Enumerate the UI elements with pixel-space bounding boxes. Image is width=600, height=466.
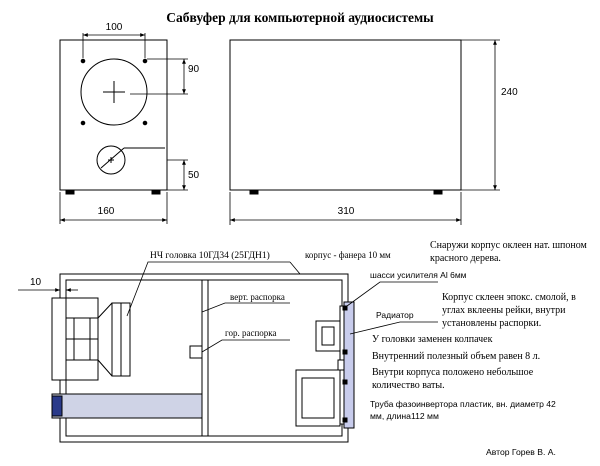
note-glue: Корпус склеен эпокс. смолой, в углах вкл… — [442, 292, 576, 329]
dim-label-50: 50 — [188, 170, 200, 181]
mount-hole — [142, 120, 148, 126]
amp-component — [315, 320, 341, 352]
amp-component-inner — [321, 326, 335, 346]
note-wool: Внутри корпуса положено небольшое количе… — [372, 367, 534, 391]
dim-100 — [82, 33, 146, 58]
mount-hole — [142, 58, 148, 64]
mount-hole — [80, 58, 86, 64]
driver-frame — [51, 297, 67, 381]
dim-160 — [59, 192, 168, 224]
label-radiator: Радиатор — [376, 310, 414, 320]
side-panel-outline — [229, 39, 462, 191]
side-view — [229, 39, 462, 195]
dim-310 — [229, 192, 462, 225]
front-view — [59, 39, 168, 195]
dim-label-310: 310 — [338, 206, 355, 217]
bolt — [342, 349, 348, 355]
note-outer: Снаружи корпус оклеен нат. шпоном красно… — [430, 240, 587, 264]
label-chassis: шасси усилителя Al 6мм — [370, 270, 467, 280]
bolt — [342, 305, 348, 311]
dim-label-160: 160 — [98, 206, 115, 217]
label-hor-brace: гор. распорка — [225, 328, 277, 338]
dim-50 — [167, 159, 188, 191]
label-vert-brace: верт. распорка — [230, 292, 285, 302]
front-panel-outline — [59, 39, 168, 191]
bolt — [342, 379, 348, 385]
foot — [151, 189, 161, 195]
driver-cone — [97, 302, 131, 377]
dim-label-10: 10 — [30, 277, 42, 288]
port-diagonal — [100, 147, 125, 169]
horizontal-brace — [189, 345, 203, 359]
port-tube — [51, 393, 203, 419]
note-port: Труба фазоинвертора пластик, вн. диаметр… — [370, 399, 556, 421]
foot — [65, 189, 75, 195]
note-cap: У головки заменен колпачек — [372, 334, 493, 345]
dim-240 — [461, 39, 500, 191]
woofer-circle — [80, 58, 148, 126]
amp-chassis — [343, 301, 355, 429]
dim-label-90: 90 — [188, 64, 200, 75]
bolt — [342, 417, 348, 423]
transformer-core — [301, 377, 335, 419]
dim-label-100: 100 — [106, 22, 123, 33]
label-driver: НЧ головка 10ГД34 (25ГДН1) — [150, 250, 270, 261]
foot — [433, 189, 443, 195]
author-credit: Автор Горев В. А. — [486, 447, 556, 457]
port-tube-end — [51, 395, 63, 417]
section-view — [51, 273, 355, 443]
dim-90 — [130, 58, 188, 95]
mount-hole — [80, 120, 86, 126]
label-body: корпус - фанера 10 мм — [305, 250, 391, 260]
port-circle — [96, 145, 126, 175]
transformer — [295, 369, 341, 427]
amp-bracket — [337, 359, 345, 371]
leader-lines — [126, 261, 438, 353]
drawing-title: Сабвуфер для компьютерной аудиосистемы — [166, 10, 434, 25]
dim-label-240: 240 — [501, 87, 518, 98]
foot — [249, 189, 259, 195]
driver-window — [73, 338, 91, 361]
driver-window — [73, 317, 91, 340]
note-volume: Внутренний полезный объем равен 8 л. — [372, 351, 541, 362]
